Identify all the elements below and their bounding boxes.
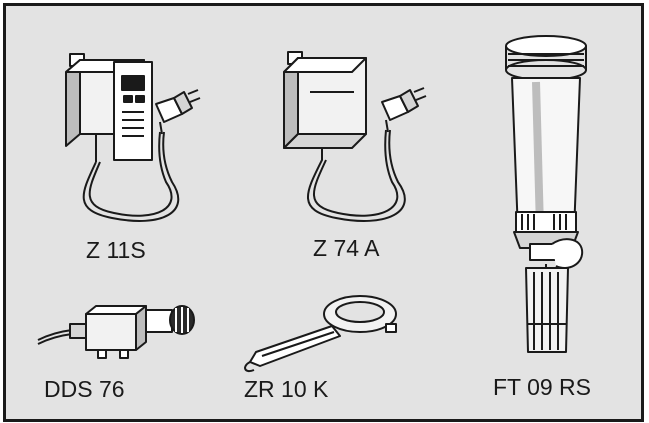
product-label-zr10k: ZR 10 K (244, 376, 329, 402)
product-dds76: DDS 76 (36, 292, 216, 407)
product-z11s: Z 11S (52, 42, 212, 302)
pressure-switch-icon (37, 305, 195, 359)
product-panel: Z 11S Z 74 A (3, 3, 644, 422)
wrench-icon (244, 295, 397, 372)
product-label-ft09rs: FT 09 RS (493, 374, 591, 400)
product-z74a: Z 74 A (270, 42, 440, 302)
product-label-dds76: DDS 76 (44, 376, 125, 402)
product-label-z11s: Z 11S (86, 237, 146, 263)
filter-insert-icon (505, 35, 587, 353)
controller-unit-icon (283, 51, 427, 222)
product-zr10k: ZR 10 K (236, 292, 416, 407)
product-ft09rs: FT 09 RS (486, 32, 636, 407)
product-label-z74a: Z 74 A (313, 235, 380, 261)
controller-unit-icon (65, 53, 201, 222)
